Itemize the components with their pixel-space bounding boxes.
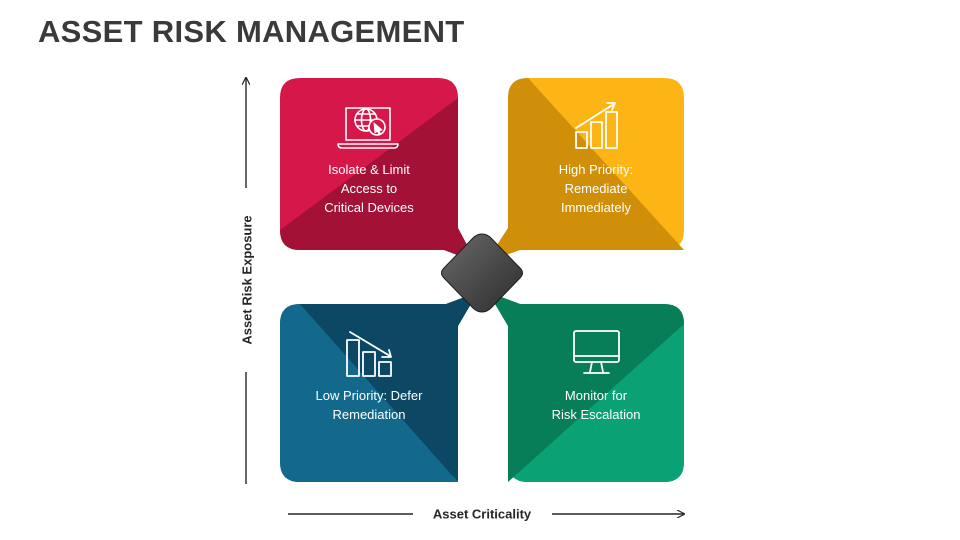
quadrant-top-left-text: Isolate & Limit Access to Critical Devic… (324, 162, 414, 215)
quadrant-bottom-right-text: Monitor for Risk Escalation (551, 388, 641, 422)
monitor-icon (573, 330, 620, 374)
x-axis-label: Asset Criticality (432, 506, 532, 522)
quadrant-bottom-left (280, 292, 478, 482)
quadrant-bottom-left-text: Low Priority: Defer Remediation (315, 388, 423, 422)
y-axis-label: Asset Risk Exposure (239, 215, 255, 345)
bar-chart-growth-icon (575, 102, 618, 149)
page-title: ASSET RISK MANAGEMENT (38, 14, 465, 49)
quadrant-top-left (280, 78, 476, 262)
quadrant-top-right (486, 78, 684, 262)
bar-chart-decline-icon (346, 331, 392, 377)
globe-laptop-icon (337, 107, 399, 149)
quadrant-top-right-text: High Priority: Remediate Immediately (558, 162, 634, 215)
quadrant-bottom-right (488, 292, 684, 482)
center-diamond (441, 233, 523, 313)
